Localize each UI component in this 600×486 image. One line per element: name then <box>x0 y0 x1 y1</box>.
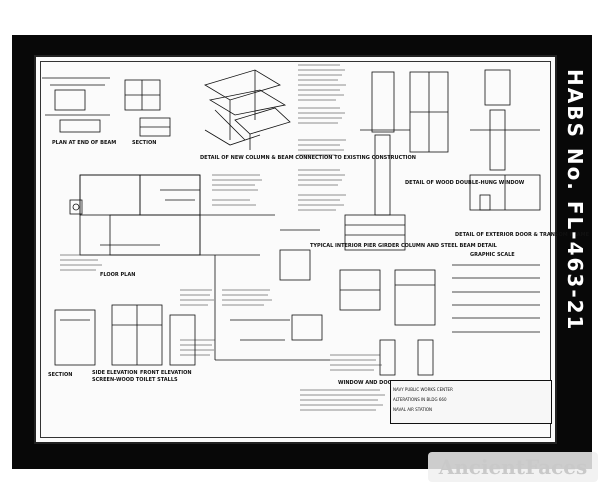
label-floor-plan: FLOOR PLAN <box>100 272 136 278</box>
label-detail-wood-window: DETAIL OF WOOD DOUBLE-HUNG WINDOW <box>405 180 525 186</box>
label-side-elevation: SIDE ELEVATION <box>92 370 138 376</box>
sheet-border <box>40 61 551 438</box>
label-front-elevation: FRONT ELEVATION <box>140 370 192 376</box>
watermark: AncientFaces <box>428 452 598 482</box>
title-block: NAVY PUBLIC WORKS CENTER ALTERATIONS IN … <box>390 380 552 424</box>
drawing-sheet <box>34 55 557 444</box>
label-detail-exterior-door: DETAIL OF EXTERIOR DOOR & TRANSOM FRAME <box>455 232 590 238</box>
label-detail-new-column: DETAIL OF NEW COLUMN & BEAM CONNECTION T… <box>200 155 416 161</box>
title-block-line-1: NAVY PUBLIC WORKS CENTER <box>393 387 453 392</box>
title-block-line-3: NAVAL AIR STATION <box>393 407 433 412</box>
label-window-door-schedule: WINDOW AND DOOR SCHEDULE <box>338 380 428 386</box>
title-block-line-2: ALTERATIONS IN BLDG 660 <box>393 397 447 402</box>
label-plan-end-beam: PLAN AT END OF BEAM <box>52 140 117 146</box>
label-typical-pier: TYPICAL INTERIOR PIER GIRDER COLUMN AND … <box>310 243 497 249</box>
archive-id-label: HABS No. FL-463-21 <box>563 68 587 332</box>
label-section-a: SECTION <box>48 372 73 378</box>
label-section: SECTION <box>132 140 157 146</box>
label-graphic-scale: GRAPHIC SCALE <box>470 252 515 258</box>
label-screen-wood-toilet: SCREEN-WOOD TOILET STALLS <box>92 377 178 383</box>
